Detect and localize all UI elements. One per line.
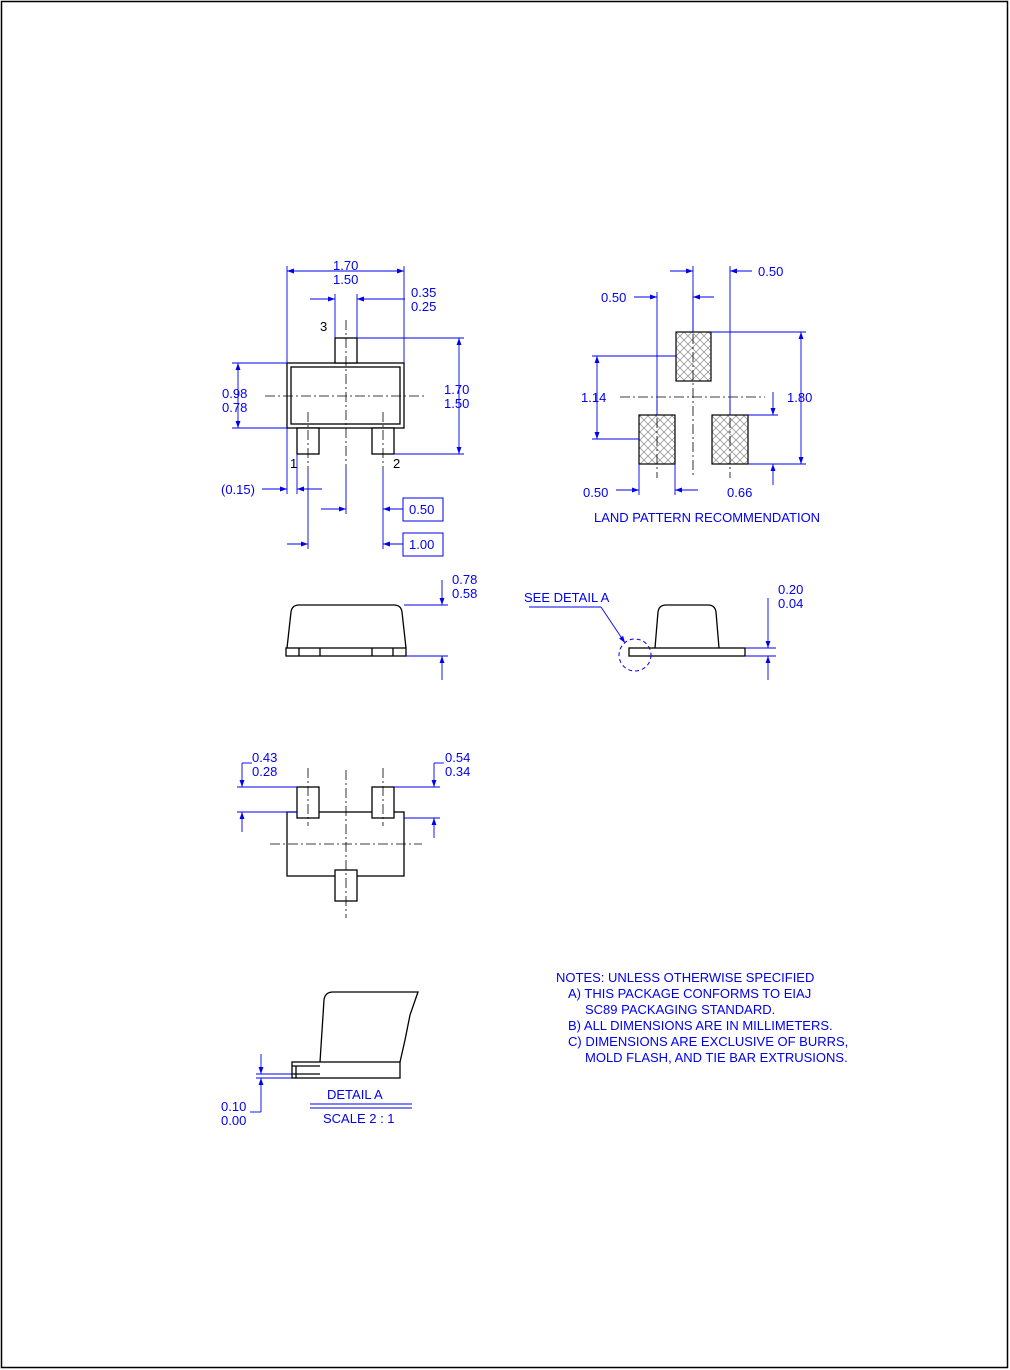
end-callout-see-detail: SEE DETAIL A bbox=[524, 590, 610, 605]
bottom-dim-lead-a-min: 0.28 bbox=[252, 764, 277, 779]
notes-line-3: SC89 PACKAGING STANDARD. bbox=[585, 1002, 775, 1017]
land-pattern-view: 0.50 0.50 1.14 1.80 0.50 0.66 LAND PATTE… bbox=[581, 264, 820, 525]
dim-body-width-max: 0.98 bbox=[222, 386, 247, 401]
dim-lead-width-max: 0.35 bbox=[411, 285, 436, 300]
bottom-dim-lead-b-min: 0.34 bbox=[445, 764, 470, 779]
notes-line-1: NOTES: UNLESS OTHERWISE SPECIFIED bbox=[556, 970, 814, 985]
end-dim-standoff-min: 0.04 bbox=[778, 596, 803, 611]
dim-body-length-min: 1.50 bbox=[333, 272, 358, 287]
lp-dim-overall-height: 1.80 bbox=[787, 390, 812, 405]
side-dim-height-max: 0.78 bbox=[452, 572, 477, 587]
dim-basic-span: 1.00 bbox=[409, 537, 434, 552]
lp-dim-pitch-vertical: 1.14 bbox=[581, 390, 606, 405]
lp-caption: LAND PATTERN RECOMMENDATION bbox=[594, 510, 820, 525]
notes-line-5: C) DIMENSIONS ARE EXCLUSIVE OF BURRS, bbox=[568, 1034, 848, 1049]
top-view: 1.70 1.50 0.35 0.25 3 1 2 0.98 0.78 1.70… bbox=[221, 258, 469, 557]
side-view: 0.78 0.58 bbox=[285, 572, 477, 680]
pin-3-label: 3 bbox=[320, 319, 327, 334]
lp-dim-pad-width-top: 0.50 bbox=[601, 290, 626, 305]
dim-lead-width-min: 0.25 bbox=[411, 299, 436, 314]
detail-a-view: 0.10 0.00 DETAIL A SCALE 2 : 1 bbox=[221, 991, 419, 1128]
dim-overall-max: 1.70 bbox=[444, 382, 469, 397]
dim-overall-min: 1.50 bbox=[444, 396, 469, 411]
end-dim-standoff-max: 0.20 bbox=[778, 582, 803, 597]
bottom-dim-lead-b-max: 0.54 bbox=[445, 750, 470, 765]
lp-dim-pad-width-bottom: 0.50 bbox=[583, 485, 608, 500]
notes-line-6: MOLD FLASH, AND TIE BAR EXTRUSIONS. bbox=[585, 1050, 848, 1065]
lp-dim-pad-width-right: 0.50 bbox=[758, 264, 783, 279]
lp-dim-pad-height: 0.66 bbox=[727, 485, 752, 500]
dim-body-width-min: 0.78 bbox=[222, 400, 247, 415]
bottom-dim-lead-a-max: 0.43 bbox=[252, 750, 277, 765]
detail-scale: SCALE 2 : 1 bbox=[323, 1111, 395, 1126]
detail-dim-thickness-max: 0.10 bbox=[221, 1099, 246, 1114]
notes-line-2: A) THIS PACKAGE CONFORMS TO EIAJ bbox=[568, 986, 811, 1001]
pin-2-label: 2 bbox=[393, 456, 400, 471]
dim-lead-offset: (0.15) bbox=[221, 482, 255, 497]
detail-dim-thickness-min: 0.00 bbox=[221, 1113, 246, 1128]
notes-line-4: B) ALL DIMENSIONS ARE IN MILLIMETERS. bbox=[568, 1018, 833, 1033]
bottom-view: 0.43 0.28 0.54 0.34 bbox=[237, 750, 470, 918]
end-view: SEE DETAIL A 0.20 0.04 bbox=[524, 582, 803, 680]
notes-block: NOTES: UNLESS OTHERWISE SPECIFIED A) THI… bbox=[556, 970, 848, 1065]
pin-1-label: 1 bbox=[290, 456, 297, 471]
dim-body-length-max: 1.70 bbox=[333, 258, 358, 273]
detail-title: DETAIL A bbox=[327, 1087, 383, 1102]
dim-basic-pitch: 0.50 bbox=[409, 502, 434, 517]
side-dim-height-min: 0.58 bbox=[452, 586, 477, 601]
